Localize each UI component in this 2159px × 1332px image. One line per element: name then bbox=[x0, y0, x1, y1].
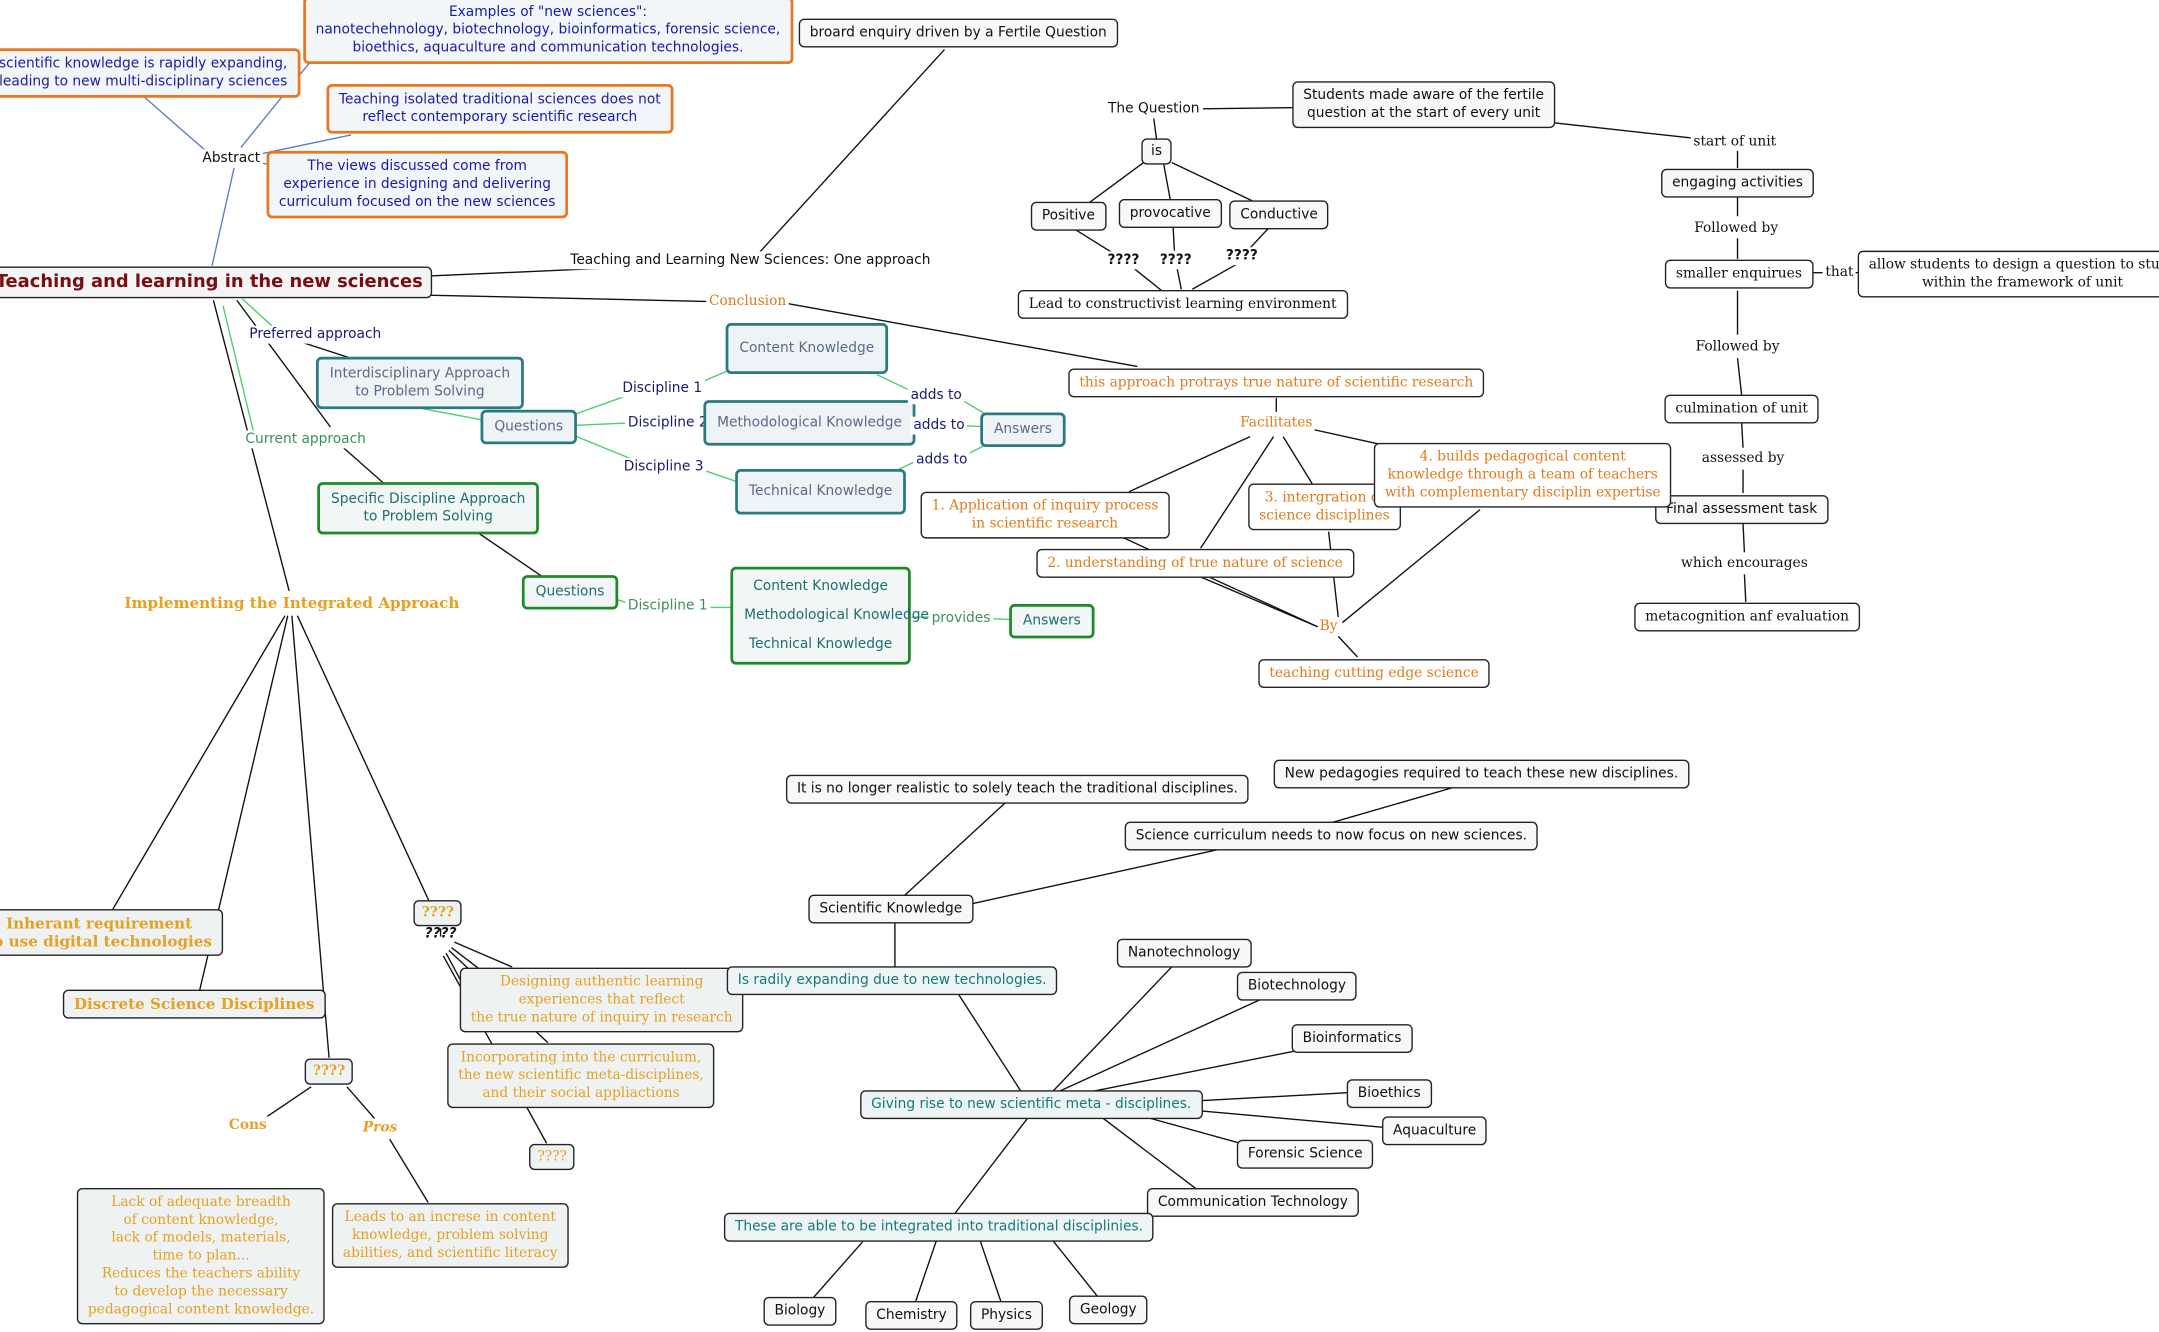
quality-provocative[interactable]: provocative bbox=[1118, 199, 1222, 228]
unknown-positive[interactable]: ???? bbox=[1104, 251, 1143, 270]
unknown-label-b[interactable]: ???? bbox=[424, 926, 457, 942]
by-label[interactable]: By bbox=[1319, 619, 1338, 635]
abstract-label[interactable]: Abstract bbox=[199, 149, 263, 168]
discipline-1-label[interactable]: Discipline 1 bbox=[619, 379, 705, 398]
culmination-node[interactable]: culmination of unit bbox=[1664, 394, 1819, 424]
discipline-2-label[interactable]: Discipline 2 bbox=[625, 413, 711, 432]
traditional-chemistry[interactable]: Chemistry bbox=[865, 1300, 958, 1330]
combined-technical-knowledge: Technical Knowledge bbox=[748, 637, 893, 653]
conclusion-label[interactable]: Conclusion bbox=[706, 292, 790, 311]
methodological-knowledge-node[interactable]: Methodological Knowledge bbox=[703, 400, 916, 446]
meta-bioethics[interactable]: Bioethics bbox=[1346, 1079, 1432, 1109]
quality-positive[interactable]: Positive bbox=[1030, 201, 1106, 231]
technical-knowledge-node[interactable]: Technical Knowledge bbox=[735, 469, 906, 515]
that-label[interactable]: that bbox=[1822, 263, 1857, 282]
abstract-point-examples[interactable]: Examples of "new sciences": nanotechehno… bbox=[303, 0, 793, 65]
unknown-node-c[interactable]: ???? bbox=[529, 1143, 576, 1171]
interdisciplinary-answers[interactable]: Answers bbox=[980, 412, 1066, 447]
cutting-edge-node[interactable]: teaching cutting edge science bbox=[1258, 659, 1490, 689]
unknown-provocative[interactable]: ???? bbox=[1157, 251, 1195, 270]
specific-discipline-node[interactable]: Specific Discipline Approach to Problem … bbox=[317, 482, 540, 535]
approach-title[interactable]: Teaching and Learning New Sciences: One … bbox=[567, 251, 934, 270]
final-assessment-node[interactable]: Final assessment task bbox=[1655, 495, 1829, 525]
traditional-biology[interactable]: Biology bbox=[763, 1296, 837, 1326]
cons-text-node[interactable]: Lack of adequate breadth of content know… bbox=[76, 1188, 326, 1325]
combined-content-knowledge: Content Knowledge bbox=[753, 579, 888, 595]
interdisciplinary-questions[interactable]: Questions bbox=[480, 409, 577, 445]
adds-to-label-3[interactable]: adds to bbox=[913, 451, 971, 470]
students-aware-node[interactable]: Students made aware of the fertile quest… bbox=[1292, 81, 1555, 129]
facilitates-item-4[interactable]: 4. builds pedagogical content knowledge … bbox=[1373, 442, 1672, 508]
quality-conductive[interactable]: Conductive bbox=[1229, 200, 1329, 230]
facilitates-label[interactable]: Facilitates bbox=[1237, 413, 1316, 432]
abstract-point-isolated[interactable]: Teaching isolated traditional sciences d… bbox=[326, 84, 674, 134]
specific-questions[interactable]: Questions bbox=[521, 575, 619, 610]
interdisciplinary-node[interactable]: Interdisciplinary Approach to Problem So… bbox=[315, 356, 524, 410]
meta-aquaculture[interactable]: Aquaculture bbox=[1382, 1116, 1488, 1146]
meta-communication-technology[interactable]: Communication Technology bbox=[1146, 1188, 1359, 1217]
meta-bioinformatics[interactable]: Bioinformatics bbox=[1291, 1024, 1413, 1054]
is-node[interactable]: is bbox=[1141, 138, 1172, 165]
combined-methodological-knowledge: Methodological Knowledge bbox=[744, 608, 929, 624]
pros-label[interactable]: Pros bbox=[359, 1119, 401, 1138]
allow-students-node[interactable]: allow students to design a question to s… bbox=[1857, 250, 2159, 298]
curriculum-focus-node[interactable]: Science curriculum needs to now focus on… bbox=[1124, 821, 1539, 851]
metacognition-node[interactable]: metacognition anf evaluation bbox=[1634, 602, 1861, 632]
pros-text-node[interactable]: Leads to an increse in content knowledge… bbox=[331, 1203, 569, 1268]
abstract-point-views[interactable]: The views discussed come from experience… bbox=[266, 150, 568, 219]
portrays-node[interactable]: this approach protrays true nature of sc… bbox=[1068, 368, 1485, 398]
assessed-by-label[interactable]: assessed by bbox=[1698, 449, 1788, 468]
preferred-approach-label[interactable]: Preferred approach bbox=[246, 325, 385, 344]
followed-by-label-1[interactable]: Followed by bbox=[1691, 219, 1781, 238]
content-knowledge-node[interactable]: Content Knowledge bbox=[725, 323, 888, 374]
discrete-disciplines-node[interactable]: Discrete Science Disciplines bbox=[62, 989, 326, 1019]
fertile-question-node[interactable]: broard enquiry driven by a Fertile Quest… bbox=[798, 18, 1118, 48]
integrated-traditional-node[interactable]: These are able to be integrated into tra… bbox=[723, 1212, 1155, 1242]
giving-rise-node[interactable]: Giving rise to new scientific meta - dis… bbox=[860, 1090, 1203, 1120]
facilitates-item-2[interactable]: 2. understanding of true nature of scien… bbox=[1036, 548, 1354, 578]
unknown-conductive[interactable]: ???? bbox=[1223, 247, 1261, 266]
central-topic[interactable]: Teaching and learning in the new science… bbox=[0, 266, 433, 299]
followed-by-label-2[interactable]: Followed by bbox=[1692, 338, 1783, 357]
new-pedagogies-node[interactable]: New pedagogies required to teach these n… bbox=[1273, 759, 1690, 789]
smaller-enquiries-node[interactable]: smaller enquirues bbox=[1664, 259, 1813, 289]
meta-nanotechnology[interactable]: Nanotechnology bbox=[1116, 938, 1252, 968]
no-longer-realistic-node[interactable]: It is no longer realistic to solely teac… bbox=[785, 774, 1249, 804]
implementing-label[interactable]: Implementing the Integrated Approach bbox=[121, 594, 463, 613]
radily-expanding-node[interactable]: Is radily expanding due to new technolog… bbox=[726, 966, 1058, 996]
provides-label[interactable]: provides bbox=[928, 609, 994, 628]
meta-forensic-science[interactable]: Forensic Science bbox=[1236, 1139, 1374, 1169]
unknown-node-a[interactable]: ???? bbox=[304, 1058, 354, 1085]
adds-to-label-2[interactable]: adds to bbox=[910, 416, 968, 435]
adds-to-label-1[interactable]: adds to bbox=[907, 386, 965, 405]
digital-tech-node[interactable]: Inherant requirement to use digital tech… bbox=[0, 909, 223, 956]
abstract-point-expanding[interactable]: scientific knowledge is rapidly expandin… bbox=[0, 48, 300, 98]
unknown-node-b[interactable]: ???? bbox=[413, 900, 463, 927]
engaging-activities-node[interactable]: engaging activities bbox=[1661, 168, 1814, 198]
facilitates-item-1[interactable]: 1. Application of inquiry process in sci… bbox=[920, 491, 1170, 539]
the-question-label[interactable]: The Question bbox=[1105, 99, 1203, 118]
combined-knowledge-node[interactable]: Content Knowledge Methodological Knowled… bbox=[730, 566, 929, 665]
constructivist-node[interactable]: Lead to constructivist learning environm… bbox=[1017, 289, 1348, 319]
meta-biotechnology[interactable]: Biotechnology bbox=[1236, 971, 1358, 1001]
start-of-unit-label[interactable]: start of unit bbox=[1690, 132, 1779, 151]
discipline-3-label[interactable]: Discipline 3 bbox=[621, 457, 707, 476]
cons-label[interactable]: Cons bbox=[226, 1116, 270, 1135]
current-discipline-label[interactable]: Discipline 1 bbox=[625, 597, 711, 616]
designing-node[interactable]: Designing authentic learning experiences… bbox=[459, 967, 744, 1033]
which-encourages-label[interactable]: which encourages bbox=[1678, 554, 1811, 573]
traditional-geology[interactable]: Geology bbox=[1068, 1295, 1148, 1325]
traditional-physics[interactable]: Physics bbox=[969, 1300, 1043, 1330]
current-approach-label[interactable]: Current approach bbox=[242, 430, 369, 449]
incorporating-node[interactable]: Incorporating into the curriculum, the n… bbox=[447, 1043, 715, 1109]
scientific-knowledge-node[interactable]: Scientific Knowledge bbox=[808, 894, 974, 924]
specific-answers[interactable]: Answers bbox=[1009, 603, 1095, 639]
